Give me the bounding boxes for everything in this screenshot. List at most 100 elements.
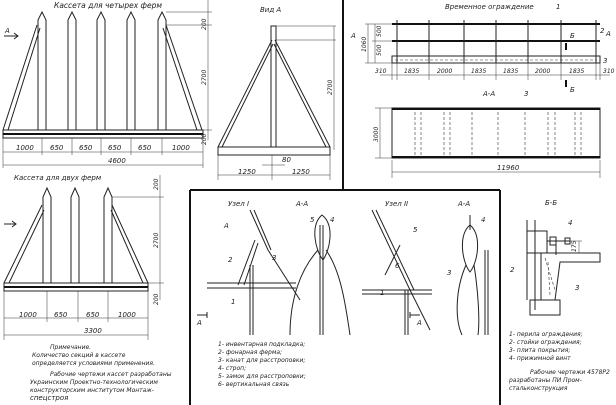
note-line: Украинским Проектно-технологическим <box>30 379 158 386</box>
note-heading: Примечание. <box>50 344 91 351</box>
section-marker: А <box>196 319 202 327</box>
legend-item: 1- перила ограждения; <box>509 331 583 338</box>
dim: 650 <box>79 144 93 152</box>
dim: 1835 <box>503 68 518 75</box>
dim: 200 <box>201 133 208 145</box>
dim: 650 <box>54 311 68 319</box>
dim: 650 <box>50 144 64 152</box>
legend-item: 1- инвентарная подкладка; <box>218 341 305 348</box>
view-a-title: Вид А <box>260 6 281 14</box>
section-marker: Б <box>570 86 575 94</box>
node-2-title: Узел II <box>385 200 408 208</box>
section-aa-title: А-А <box>482 90 495 98</box>
callout: 1 <box>380 289 384 297</box>
dim-total: 3300 <box>84 327 102 335</box>
cassette-two-drawing: Кассета для двух ферм 1000 650 650 1000 … <box>3 174 164 340</box>
dim: 2000 <box>535 68 550 75</box>
dim: 80 <box>282 156 291 164</box>
dim: 2700 <box>201 70 208 85</box>
legend-item: 3- плита покрытия; <box>509 347 570 354</box>
callout: 2 <box>228 256 233 264</box>
dim: 11960 <box>497 164 520 172</box>
dim: 200 <box>201 18 208 30</box>
section-marker: А <box>350 32 356 40</box>
dim: 650 <box>138 144 152 152</box>
dim: 1835 <box>404 68 419 75</box>
note-block: Примечание. Количество секций в кассете … <box>30 344 172 402</box>
legend-item: 5- замок для расстроповки; <box>218 373 306 380</box>
frame-lines <box>189 0 501 405</box>
view-a-drawing: Вид А 80 1250 1250 2700 <box>217 6 336 180</box>
section-aa-drawing: А-А 3 3000 11960 <box>373 90 601 178</box>
callout: 4 <box>568 219 572 227</box>
dim: 500 <box>376 25 383 37</box>
callout: 4 <box>481 216 485 224</box>
callout: 4 <box>330 216 334 224</box>
callout: 2 <box>600 27 605 35</box>
note-line: Рабочие чертежи кассет разработаны <box>50 371 172 378</box>
note-line: спецстроя <box>30 394 68 402</box>
legend-item: 4- строп; <box>218 365 246 372</box>
dim: 1000 <box>118 311 136 319</box>
section-marker: Б <box>570 32 575 40</box>
dim: 1250 <box>238 168 256 176</box>
note-line: Рабочие чертежи 4578Р2 <box>530 369 610 376</box>
node-1-section-title: А-А <box>295 200 308 208</box>
dim: 500 <box>376 44 383 56</box>
view-a-marker: А <box>4 27 10 35</box>
dim: 200 <box>153 293 160 305</box>
cassette-two-title: Кассета для двух ферм <box>14 174 102 182</box>
legend-item: 2- стойки ограждения; <box>509 339 582 346</box>
dim: 2700 <box>327 80 334 95</box>
callout: 5 <box>310 216 315 224</box>
temp-fence-drawing: Временное ограждение 310 1835 2000 1835 … <box>350 3 615 94</box>
dim: 1000 <box>19 311 37 319</box>
legend-item: 2- фонарная ферма; <box>218 349 282 356</box>
legend-item: 4- прижимной винт <box>509 355 571 362</box>
callout: 1 <box>556 3 560 11</box>
dim: 3000 <box>373 127 380 142</box>
dim: 650 <box>108 144 122 152</box>
legend-item: 6- вертикальная связь <box>218 381 290 388</box>
dim: 1000 <box>16 144 34 152</box>
section-bb-title: Б-Б <box>545 199 557 207</box>
legend-item: 3- канат для расстроповки; <box>218 357 305 364</box>
callout: 5 <box>413 226 418 234</box>
dim: 310 <box>375 68 387 75</box>
temp-fence-title: Временное ограждение <box>445 3 534 11</box>
dim: 200 <box>153 178 160 190</box>
cassette-four-title: Кассета для четырех ферм <box>54 1 162 10</box>
note-line: стальконструкция <box>509 385 568 392</box>
dim: 1000 <box>172 144 190 152</box>
section-marker: А <box>605 30 611 38</box>
dim: 2700 <box>153 233 160 248</box>
note-line: конструкторским институтом Монтаж- <box>30 387 154 394</box>
cassette-four-drawing: Кассета для четырех ферм А 1000 650 650 … <box>2 0 212 168</box>
dim: 175 <box>571 240 578 252</box>
section-marker: А <box>223 222 229 230</box>
callout: 3 <box>447 269 451 277</box>
note-line: разработаны ПИ Пром- <box>508 377 582 384</box>
callout: 3 <box>603 57 607 65</box>
callout: 3 <box>272 254 276 262</box>
node-1-title: Узел I <box>228 200 249 208</box>
callout: 3 <box>524 90 528 98</box>
callout: 1 <box>231 298 235 306</box>
dim: 2000 <box>437 68 452 75</box>
section-bb-drawing: Б-Б 175 4 2 3 1- перила ограждения; 2- с… <box>508 199 610 392</box>
dim: 1250 <box>292 168 310 176</box>
dim: 1060 <box>361 37 368 52</box>
dim-total: 4600 <box>108 157 126 165</box>
section-marker: А <box>416 319 422 327</box>
dim: 1835 <box>471 68 486 75</box>
dim: 650 <box>86 311 100 319</box>
node-2-section-title: А-А <box>457 200 470 208</box>
callout: 3 <box>575 284 579 292</box>
callout: 2 <box>510 266 515 274</box>
note-line: Количество секций в кассете <box>32 352 126 359</box>
dim: 310 <box>603 68 615 75</box>
nodes-drawing: Узел I А-А Узел II А-А А А А 1 2 3 4 5 1… <box>196 200 489 388</box>
note-line: определяется условиями применения. <box>32 360 155 367</box>
dim: 1835 <box>569 68 584 75</box>
